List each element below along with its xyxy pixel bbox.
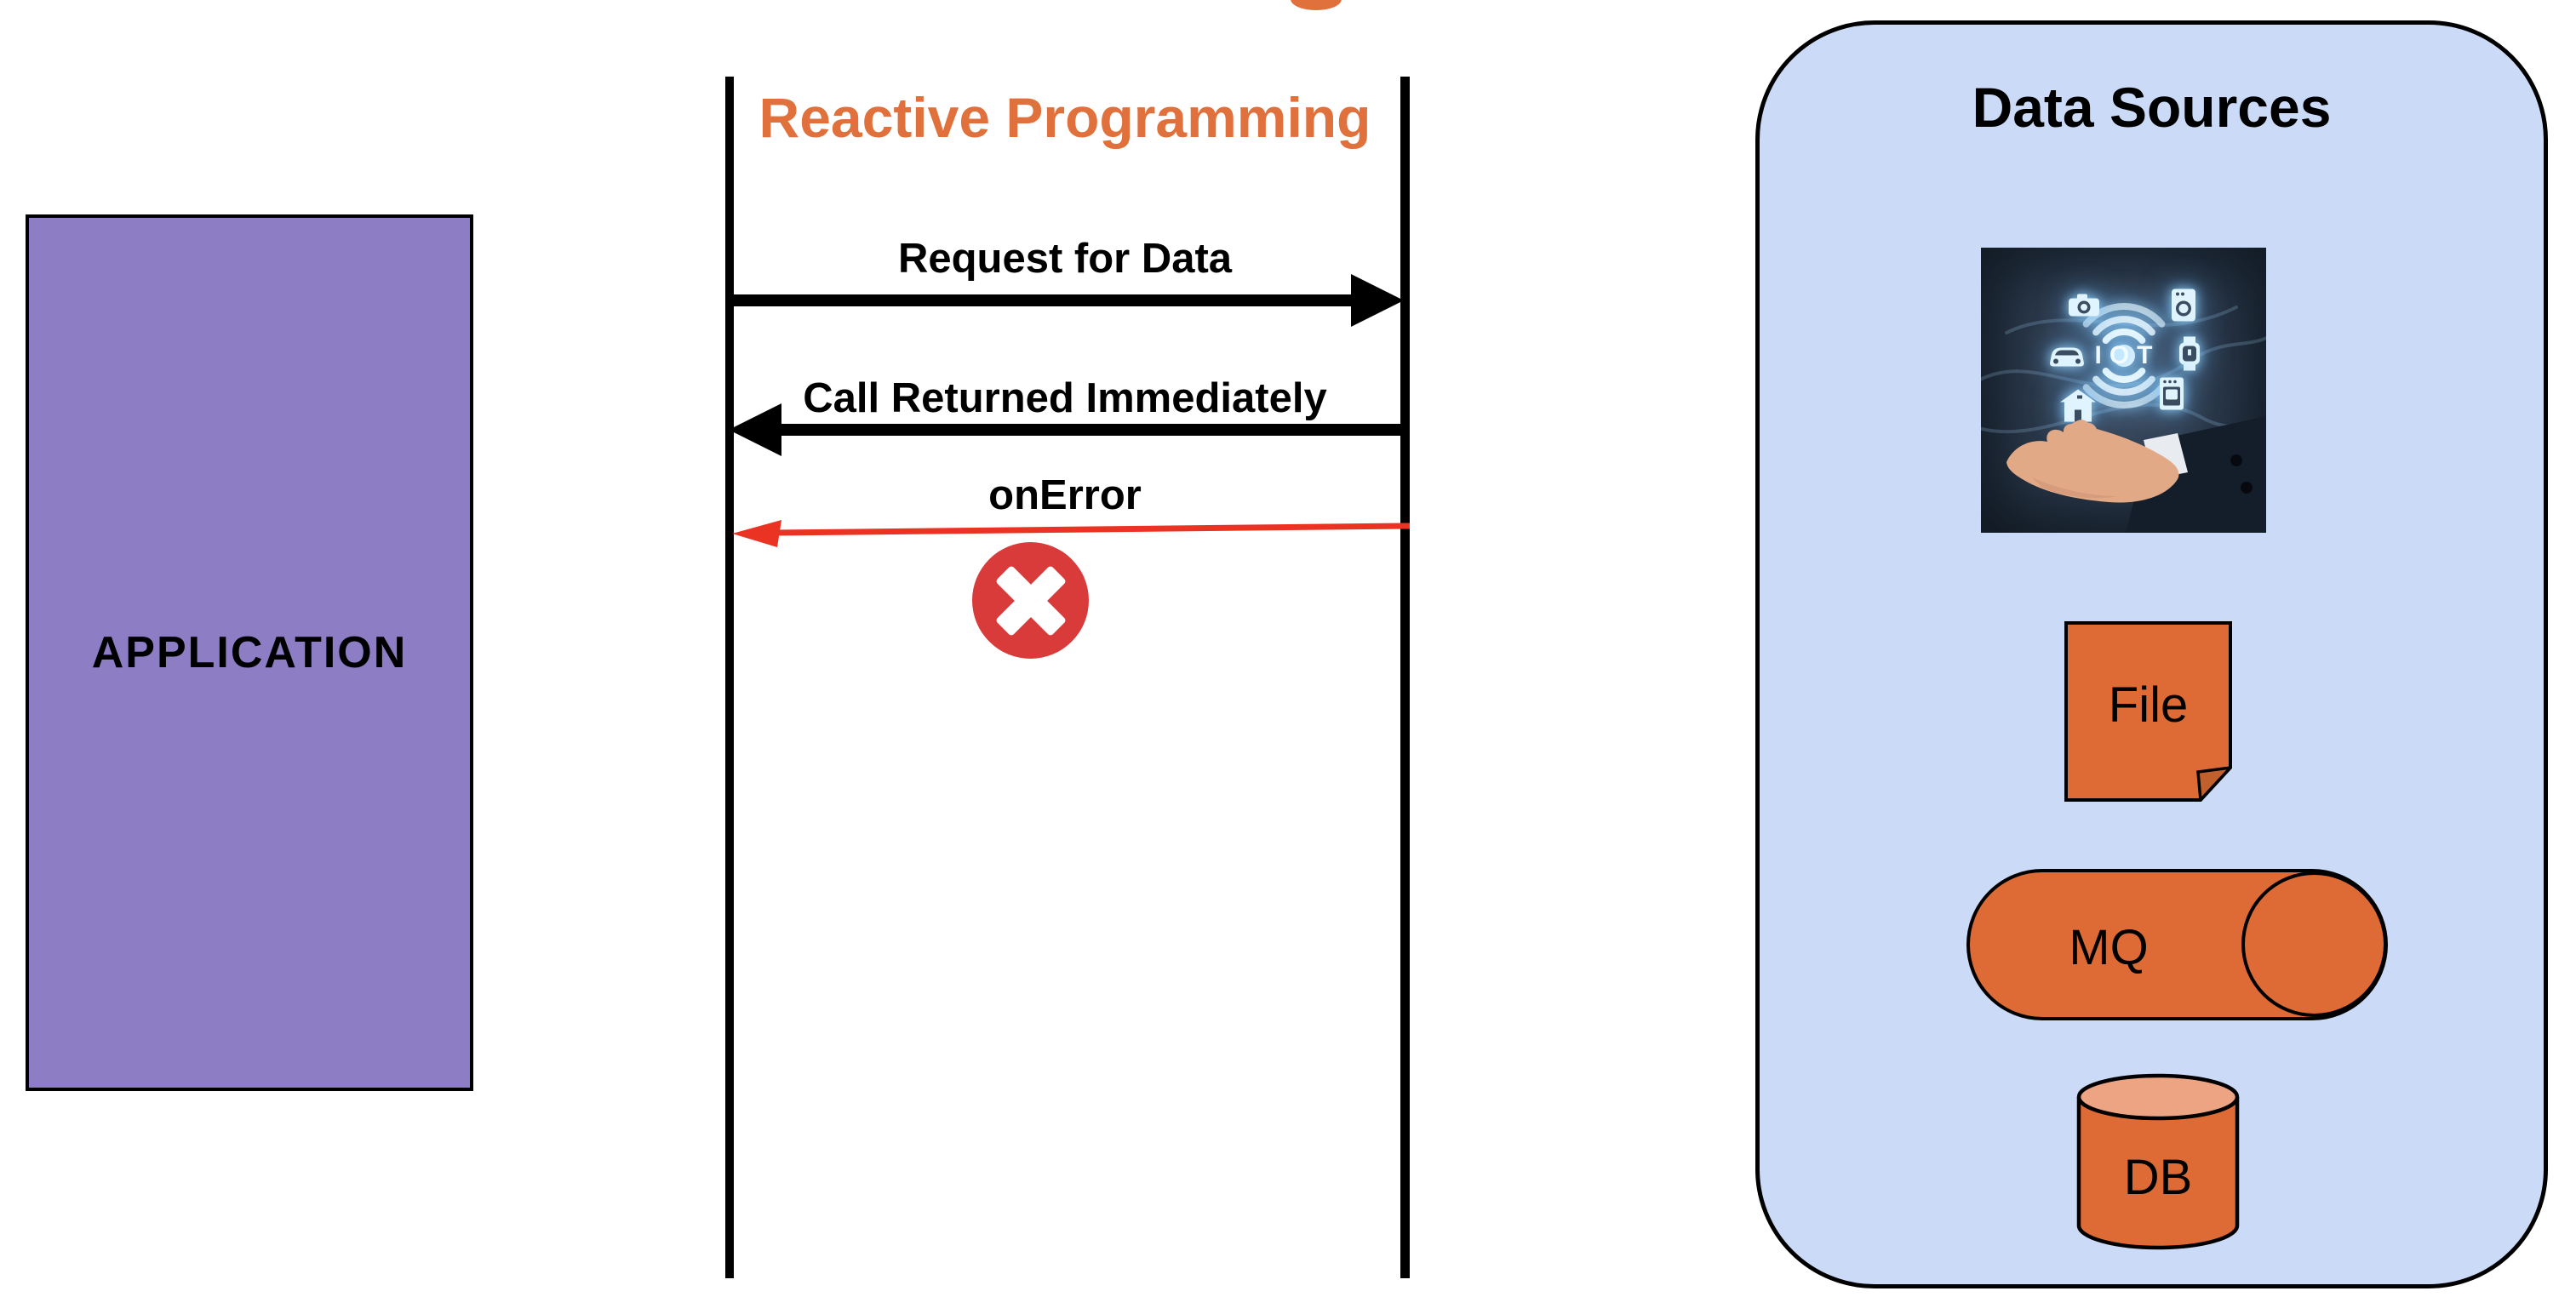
db-shape — [2076, 1073, 2240, 1250]
onerror-label: onError — [988, 472, 1142, 518]
file-label: File — [2108, 677, 2189, 733]
db-label: DB — [2123, 1150, 2193, 1205]
onerror-arrow — [732, 520, 1411, 547]
iot-image: IOT — [1981, 248, 2266, 533]
car-icon — [2046, 344, 2087, 374]
file-label-wrap: File — [2064, 677, 2232, 734]
mq-label-wrap: MQ — [1966, 919, 2251, 976]
call-returned-label: Call Returned Immediately — [803, 375, 1327, 421]
application-box: APPLICATION — [26, 214, 473, 1091]
lifeline-right — [1400, 77, 1410, 1278]
camera-icon — [2067, 293, 2101, 323]
oven-icon — [2159, 377, 2184, 415]
return-arrow-head-icon — [729, 403, 781, 456]
washing-machine-icon — [2171, 289, 2196, 327]
request-arrow-head-icon — [1351, 274, 1404, 327]
lifeline-left — [725, 77, 734, 1278]
file-shape — [2064, 621, 2232, 802]
hand-palm — [2006, 422, 2179, 503]
data-sources-title: Data Sources — [1972, 76, 2332, 139]
application-label: APPLICATION — [91, 628, 408, 677]
hand-illustration — [2006, 416, 2266, 533]
db-label-wrap: DB — [2076, 1149, 2240, 1206]
hand-thumb — [2061, 420, 2090, 460]
request-arrow-shaft — [734, 294, 1351, 306]
house-icon — [2059, 388, 2097, 426]
smartwatch-icon — [2178, 336, 2201, 376]
return-arrow-shaft — [781, 424, 1410, 436]
cutoff-title-fragment — [1291, 0, 1342, 10]
request-for-data-label: Request for Data — [897, 236, 1233, 282]
mq-shape-end-cap — [2241, 871, 2387, 1017]
sequence-title: Reactive Programming — [758, 86, 1371, 149]
iot-label: IOT — [2094, 341, 2161, 370]
error-x-circle-icon — [972, 542, 1089, 659]
wifi-signal-icon — [2082, 303, 2165, 409]
mq-label: MQ — [2069, 920, 2149, 975]
